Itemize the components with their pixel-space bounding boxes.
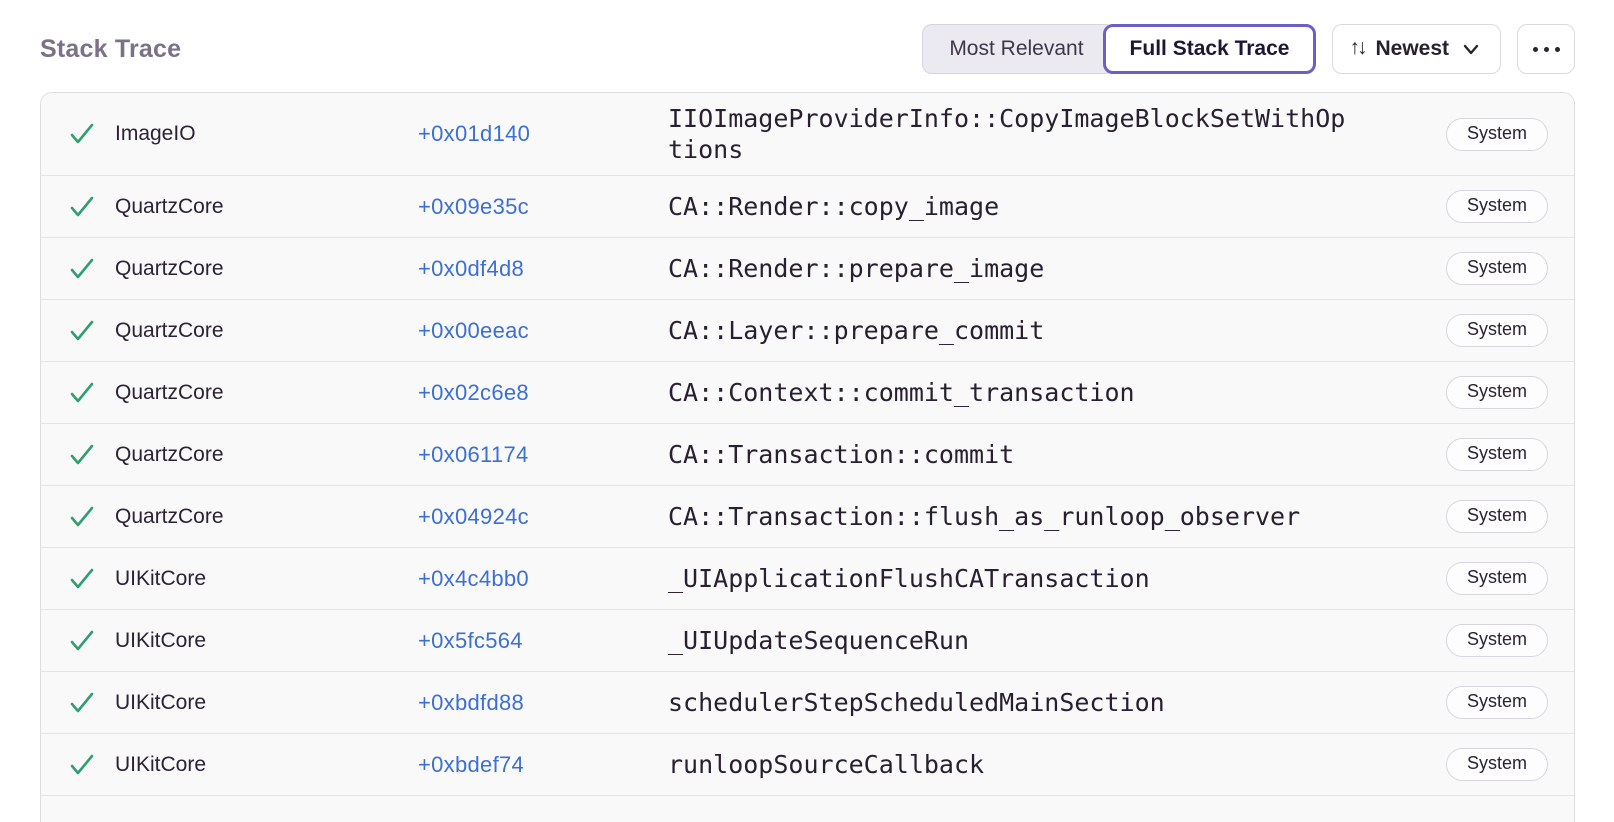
frame-address-link[interactable]: +0xbdef74 xyxy=(418,751,525,777)
system-badge: System xyxy=(1445,117,1548,151)
table-row[interactable] xyxy=(41,796,1574,822)
frame-address-link[interactable]: +0x04924c xyxy=(418,503,529,529)
function-name: CA::Context::commit_transaction xyxy=(668,378,1135,407)
table-row[interactable]: QuartzCore +0x09e35c CA::Render::copy_im… xyxy=(41,176,1574,238)
sort-arrows-icon: ↑↓ xyxy=(1349,36,1367,59)
toggle-most-relevant[interactable]: Most Relevant xyxy=(922,24,1115,74)
module-name: UIKitCore xyxy=(115,690,207,714)
system-badge: System xyxy=(1445,624,1548,657)
header-controls: Most Relevant Full Stack Trace ↑↓ Newest xyxy=(922,24,1575,74)
frame-address-link[interactable]: +0x02c6e8 xyxy=(418,379,529,405)
module-name: UIKitCore xyxy=(115,628,207,652)
stack-trace-header: Stack Trace Most Relevant Full Stack Tra… xyxy=(0,0,1614,92)
stack-trace-table: ImageIO +0x01d140 IIOImageProviderInfo::… xyxy=(40,92,1575,822)
system-badge: System xyxy=(1445,562,1548,595)
check-icon xyxy=(70,444,94,464)
table-row[interactable]: QuartzCore +0x02c6e8 CA::Context::commit… xyxy=(41,362,1574,424)
table-row[interactable]: UIKitCore +0xbdef74 runloopSourceCallbac… xyxy=(41,734,1574,796)
module-name: UIKitCore xyxy=(115,566,207,590)
module-name: QuartzCore xyxy=(115,504,224,528)
more-options-button[interactable] xyxy=(1517,24,1575,74)
function-name: IIOImageProviderInfo::CopyImageBlockSetW… xyxy=(668,104,1346,164)
table-row[interactable]: UIKitCore +0xbdfd88 schedulerStepSchedul… xyxy=(41,672,1574,734)
check-icon xyxy=(70,258,94,278)
frame-address-link[interactable]: +0x5fc564 xyxy=(418,627,523,653)
check-icon xyxy=(70,568,94,588)
function-name: _UIUpdateSequenceRun xyxy=(668,626,970,655)
function-name: schedulerStepScheduledMainSection xyxy=(668,688,1165,717)
check-icon xyxy=(70,123,94,144)
chevron-down-icon xyxy=(1463,44,1479,55)
system-badge: System xyxy=(1445,252,1548,285)
system-badge: System xyxy=(1445,376,1548,409)
function-name: CA::Transaction::flush_as_runloop_observ… xyxy=(668,502,1301,531)
table-row[interactable]: QuartzCore +0x00eeac CA::Layer::prepare_… xyxy=(41,300,1574,362)
page-title: Stack Trace xyxy=(40,34,182,63)
check-icon xyxy=(70,382,94,402)
module-name: QuartzCore xyxy=(115,380,224,404)
table-row[interactable]: UIKitCore +0x4c4bb0 _UIApplicationFlushC… xyxy=(41,548,1574,610)
ellipsis-icon xyxy=(1532,46,1560,52)
check-icon xyxy=(70,320,94,340)
system-badge: System xyxy=(1445,190,1548,223)
toggle-full-stack-trace[interactable]: Full Stack Trace xyxy=(1102,24,1317,74)
function-name: CA::Transaction::commit xyxy=(668,440,1015,469)
module-name: ImageIO xyxy=(115,122,196,145)
module-name: QuartzCore xyxy=(115,194,224,218)
system-badge: System xyxy=(1445,686,1548,719)
check-icon xyxy=(70,196,94,216)
system-badge: System xyxy=(1445,314,1548,347)
table-row[interactable]: QuartzCore +0x0df4d8 CA::Render::prepare… xyxy=(41,238,1574,300)
frame-address-link[interactable]: +0x00eeac xyxy=(418,317,529,343)
frame-address-link[interactable]: +0x4c4bb0 xyxy=(418,565,529,591)
function-name: CA::Render::copy_image xyxy=(668,192,1000,221)
frame-address-link[interactable]: +0x09e35c xyxy=(418,193,529,219)
table-row[interactable]: QuartzCore +0x061174 CA::Transaction::co… xyxy=(41,424,1574,486)
sort-label: Newest xyxy=(1375,37,1449,60)
module-name: QuartzCore xyxy=(115,318,224,342)
system-badge: System xyxy=(1445,438,1548,471)
system-badge: System xyxy=(1445,748,1548,781)
table-row[interactable]: ImageIO +0x01d140 IIOImageProviderInfo::… xyxy=(41,93,1574,176)
table-row[interactable]: QuartzCore +0x04924c CA::Transaction::fl… xyxy=(41,486,1574,548)
check-icon xyxy=(70,506,94,526)
view-toggle: Most Relevant Full Stack Trace xyxy=(922,24,1317,74)
check-icon xyxy=(70,692,94,712)
frame-address-link[interactable]: +0x061174 xyxy=(418,441,529,467)
frame-address-link[interactable]: +0x01d140 xyxy=(418,121,531,146)
sort-button[interactable]: ↑↓ Newest xyxy=(1332,24,1501,74)
check-icon xyxy=(70,630,94,650)
function-name: runloopSourceCallback xyxy=(668,750,985,779)
module-name: UIKitCore xyxy=(115,752,207,776)
function-name: CA::Layer::prepare_commit xyxy=(668,316,1045,345)
system-badge: System xyxy=(1445,500,1548,533)
frame-address-link[interactable]: +0xbdfd88 xyxy=(418,689,525,715)
function-name: _UIApplicationFlushCATransaction xyxy=(668,564,1150,593)
check-icon xyxy=(70,754,94,774)
frame-address-link[interactable]: +0x0df4d8 xyxy=(418,255,525,281)
table-row[interactable]: UIKitCore +0x5fc564 _UIUpdateSequenceRun… xyxy=(41,610,1574,672)
module-name: QuartzCore xyxy=(115,442,224,466)
module-name: QuartzCore xyxy=(115,256,224,280)
function-name: CA::Render::prepare_image xyxy=(668,254,1045,283)
